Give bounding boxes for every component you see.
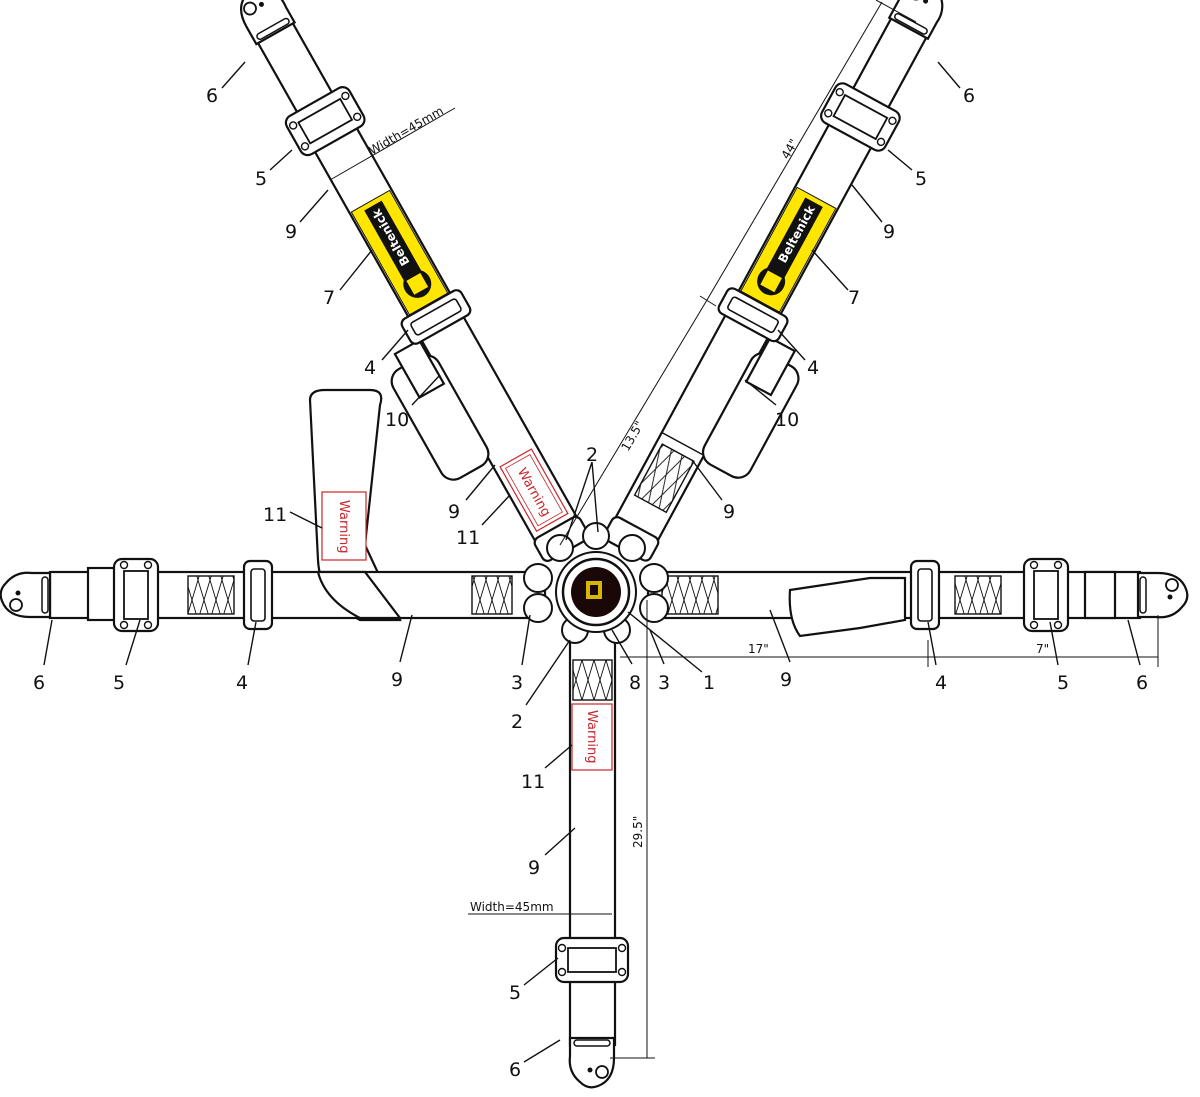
dimension-lines: Width=45mm 44" 13.5" 17" 7" 29.5" Width=… [329,0,1159,1059]
callout-10: 10 [385,409,409,431]
anchor-6 [568,1036,616,1089]
callout-6: 6 [206,85,218,107]
callout-6: 6 [509,1059,521,1081]
callout-11: 11 [521,771,545,793]
yellow-brand-label: Beltenick [740,186,837,313]
callout-11: 11 [263,504,287,526]
adjuster-5 [112,557,160,633]
callout-4: 4 [236,672,248,694]
svg-text:13.5": 13.5" [618,419,646,454]
svg-text:29.5": 29.5" [631,816,645,848]
callout-5: 5 [113,672,125,694]
callout-6: 6 [963,85,975,107]
buckle-4 [909,559,941,631]
crotch-strap: Warning [554,623,630,1089]
svg-text:7": 7" [1036,642,1049,656]
right-shoulder-strap: Beltenick [603,0,953,562]
svg-text:Warning: Warning [336,500,351,553]
callout-6: 6 [1136,672,1148,694]
svg-text:Warning: Warning [584,710,599,763]
callout-5: 5 [509,982,521,1004]
callout-11: 11 [456,527,480,549]
yellow-brand-label: Beltenick [350,189,449,316]
callout-4: 4 [935,672,947,694]
callout-9: 9 [780,669,792,691]
callout-7: 7 [848,287,860,309]
callout-4: 4 [364,357,376,379]
callout-5: 5 [915,168,927,190]
anchor-6 [0,571,52,619]
leader-lines [43,61,1141,1063]
anchor-6 [1136,571,1189,619]
warning-label: Warning [571,703,613,771]
callout-10: 10 [775,409,799,431]
left-shoulder-strap: Warning Beltenick [230,0,590,562]
stitch-pad [471,575,513,615]
callout-9: 9 [528,857,540,879]
callout-9: 9 [448,501,460,523]
stitch-pad [187,575,235,615]
warning-label: Warning [321,491,367,561]
loose-tail [701,336,800,479]
svg-text:Width=45mm: Width=45mm [367,104,446,158]
loose-tail [788,576,907,638]
svg-text:Width=45mm: Width=45mm [470,900,554,914]
callout-2: 2 [511,711,523,733]
callout-5: 5 [1057,672,1069,694]
callout-9: 9 [391,669,403,691]
right-lap-belt [646,557,1189,638]
adjuster-5 [554,936,630,984]
callouts: 6 5 9 7 4 10 9 11 11 2 6 5 9 7 4 10 9 6 … [33,85,1148,1081]
stitch-pad [633,443,695,514]
callout-9: 9 [883,221,895,243]
stitch-pad [661,575,719,615]
adjuster-5 [1022,557,1070,633]
callout-2: 2 [586,444,598,466]
callout-7: 7 [323,287,335,309]
callout-6: 6 [33,672,45,694]
callout-3: 3 [511,672,523,694]
svg-text:17": 17" [748,642,769,656]
left-lap-belt: Warning [0,388,547,633]
stitch-pad [954,575,1002,615]
callout-8: 8 [629,672,641,694]
callout-9: 9 [723,501,735,523]
callout-9: 9 [285,221,297,243]
callout-5: 5 [255,168,267,190]
callout-4: 4 [807,357,819,379]
callout-1: 1 [703,672,715,694]
buckle-4 [242,559,274,631]
stitch-pad [572,659,613,701]
callout-3: 3 [658,672,670,694]
svg-text:44": 44" [778,136,801,161]
